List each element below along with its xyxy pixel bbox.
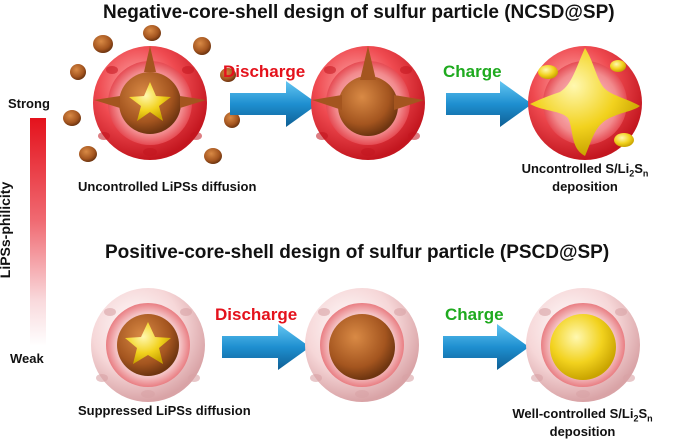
top-left-caption: Uncontrolled LiPSs diffusion: [78, 179, 257, 194]
charge-arrow-bottom: [443, 324, 529, 370]
bottom-left-caption: Suppressed LiPSs diffusion: [78, 403, 251, 418]
bottom-charge-label: Charge: [445, 305, 504, 324]
discharge-arrow-top: [230, 81, 318, 127]
pscd-particle-charged: [526, 288, 640, 402]
pscd-particle-initial: [91, 288, 205, 402]
polysulfide-droplets: [63, 25, 240, 164]
bottom-discharge-label: Discharge: [215, 305, 298, 324]
charge-arrow-top: [446, 81, 532, 127]
top-row-title: Negative-core-shell design of sulfur par…: [103, 2, 615, 23]
philicity-scale-bar: [30, 118, 46, 346]
ncsd-particle-charged: [528, 46, 642, 160]
top-charge-label: Charge: [443, 62, 502, 81]
top-discharge-label: Discharge: [223, 62, 306, 81]
bottom-right-caption: Well-controlled S/Li2Sn deposition: [512, 406, 653, 439]
top-right-caption: Uncontrolled S/Li2Sn deposition: [521, 161, 649, 194]
ncsd-particle-initial: [93, 46, 207, 160]
discharge-arrow-bottom: [222, 324, 310, 370]
axis-title: LiPSs-philicity: [0, 181, 13, 279]
scale-low-label: Weak: [10, 351, 44, 366]
ncsd-particle-discharged: [311, 46, 425, 160]
scale-high-label: Strong: [8, 96, 50, 111]
pscd-particle-discharged: [305, 288, 419, 402]
bottom-row-title: Positive-core-shell design of sulfur par…: [105, 242, 610, 263]
